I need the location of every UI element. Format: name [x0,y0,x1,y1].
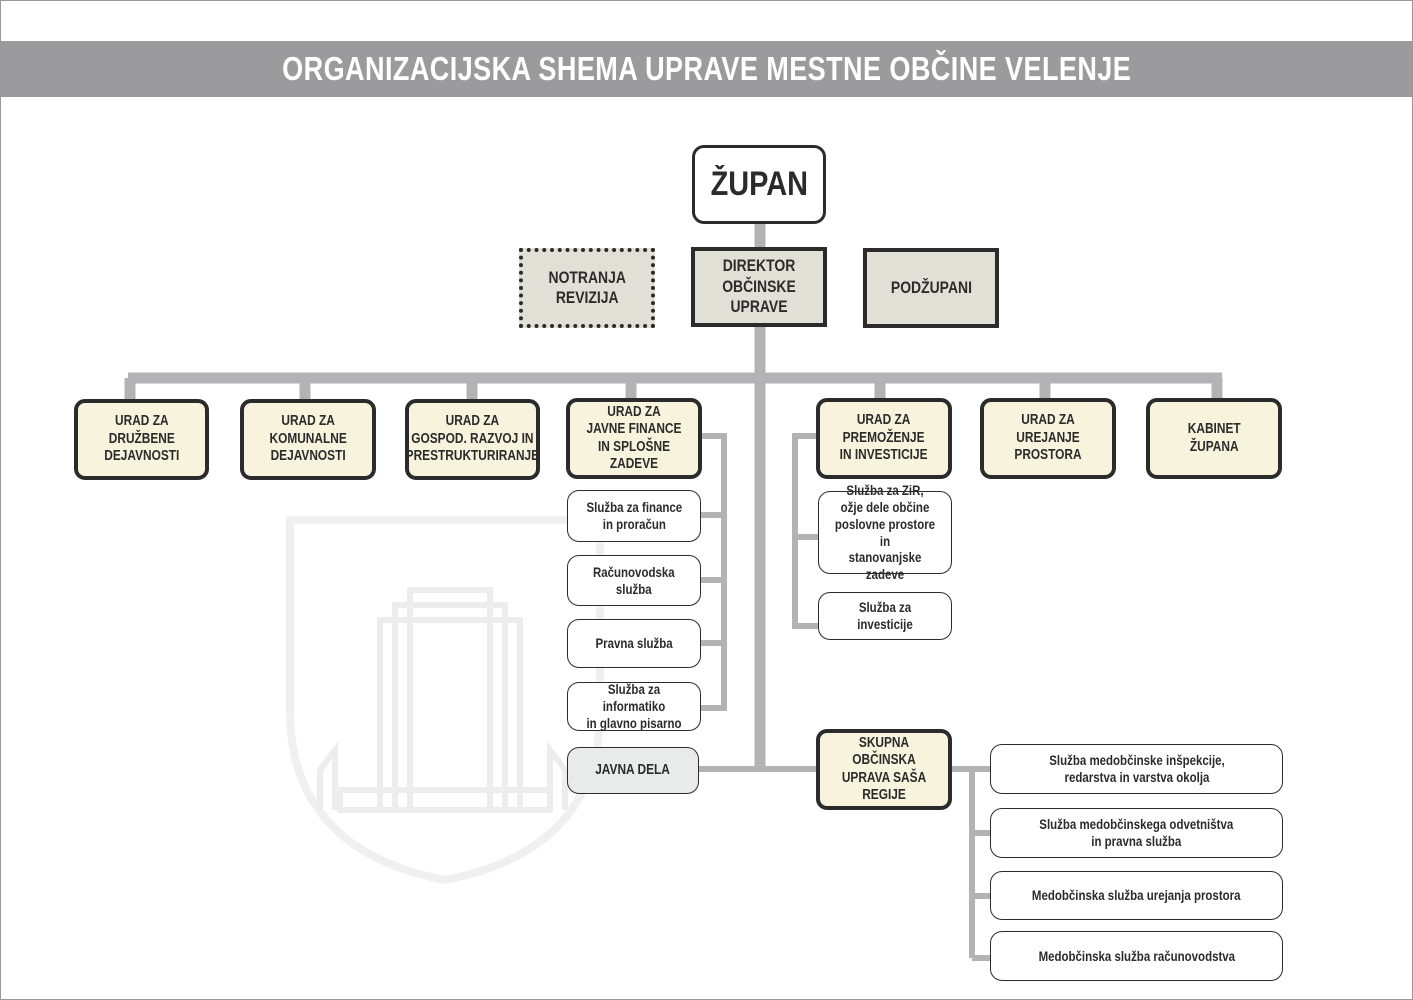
office-economic-development-label: URAD ZA GOSPOD. RAZVOJ IN PRESTRUKTURIRA… [405,413,540,465]
coat-of-arms-watermark-icon [286,516,604,885]
page-title-text: ORGANIZACIJSKA SHEMA UPRAVE MESTNE OBČIN… [281,50,1132,87]
office-public-finance: URAD ZA JAVNE FINANCE IN SPLOŠNE ZADEVE [566,398,702,479]
joint-service-attorney: Služba medobčinskega odvetništva in prav… [990,808,1283,858]
service-finance-budget: Služba za finance in proračun [567,490,701,542]
service-accounting: Računovodska služba [567,555,701,606]
joint-service-accounting-label: Medobčinska služba računovodstva [1038,947,1235,964]
office-economic-development: URAD ZA GOSPOD. RAZVOJ IN PRESTRUKTURIRA… [405,399,540,480]
joint-service-inspection: Služba medobčinske inšpekcije, redarstva… [990,744,1283,794]
joint-service-attorney-label: Služba medobčinskega odvetništva in prav… [1039,816,1234,849]
director-label: DIREKTOR OBČINSKE UPRAVE [722,256,796,317]
office-social-activities: URAD ZA DRUŽBENE DEJAVNOSTI [74,399,209,480]
internal-audit-box: NOTRANJA REVIZIJA [519,248,655,328]
service-zir-premises: Služba za ZiR, ožje dele občine poslovne… [818,482,952,582]
service-finance-budget-label: Služba za finance in proračun [586,499,682,532]
director-box: DIREKTOR OBČINSKE UPRAVE [691,247,827,327]
deputy-mayors-box: PODŽUPANI [863,248,999,328]
service-legal-label: Pravna služba [595,635,673,652]
joint-service-spatial-label: Medobčinska služba urejanja prostora [1032,887,1241,904]
deputy-mayors-label: PODŽUPANI [890,277,972,297]
office-property-investments: URAD ZA PREMOŽENJE IN INVESTICIJE [816,398,952,479]
joint-service-accounting: Medobčinska služba računovodstva [990,931,1283,981]
service-investments-label: Služba za investicije [857,599,913,632]
internal-audit-label: NOTRANJA REVIZIJA [548,267,626,307]
mayor-box: ŽUPAN [692,145,826,224]
service-it-office: Služba za informatiko in glavno pisarno [567,681,701,731]
service-legal: Pravna služba [567,619,701,668]
office-communal-activities: URAD ZA KOMUNALNE DEJAVNOSTI [240,399,376,480]
service-it-office-label: Služba za informatiko in glavno pisarno [586,681,682,731]
office-mayor-cabinet: KABINET ŽUPANA [1146,398,1282,479]
public-works-label: JAVNA DELA [595,761,671,778]
mayor-label: ŽUPAN [710,165,808,204]
public-works-box: JAVNA DELA [567,747,699,794]
office-spatial-planning: URAD ZA UREJANJE PROSTORA [980,398,1116,479]
service-investments: Služba za investicije [818,592,952,640]
joint-service-spatial: Medobčinska služba urejanja prostora [990,871,1283,920]
office-communal-activities-label: URAD ZA KOMUNALNE DEJAVNOSTI [269,413,347,465]
office-spatial-planning-label: URAD ZA UREJANJE PROSTORA [1014,412,1082,464]
joint-administration-label: SKUPNA OBČINSKA UPRAVA SAŠA REGIJE [841,734,927,803]
service-accounting-label: Računovodska služba [593,563,675,597]
page-title: ORGANIZACIJSKA SHEMA UPRAVE MESTNE OBČIN… [1,41,1412,97]
service-zir-premises-label: Služba za ZiR, ožje dele občine poslovne… [834,482,936,583]
joint-service-inspection-label: Služba medobčinske inšpekcije, redarstva… [1048,752,1225,785]
office-property-investments-label: URAD ZA PREMOŽENJE IN INVESTICIJE [840,412,928,464]
office-public-finance-label: URAD ZA JAVNE FINANCE IN SPLOŠNE ZADEVE [586,403,682,472]
office-mayor-cabinet-label: KABINET ŽUPANA [1187,421,1241,455]
joint-administration-box: SKUPNA OBČINSKA UPRAVA SAŠA REGIJE [816,729,952,810]
office-social-activities-label: URAD ZA DRUŽBENE DEJAVNOSTI [103,413,180,465]
